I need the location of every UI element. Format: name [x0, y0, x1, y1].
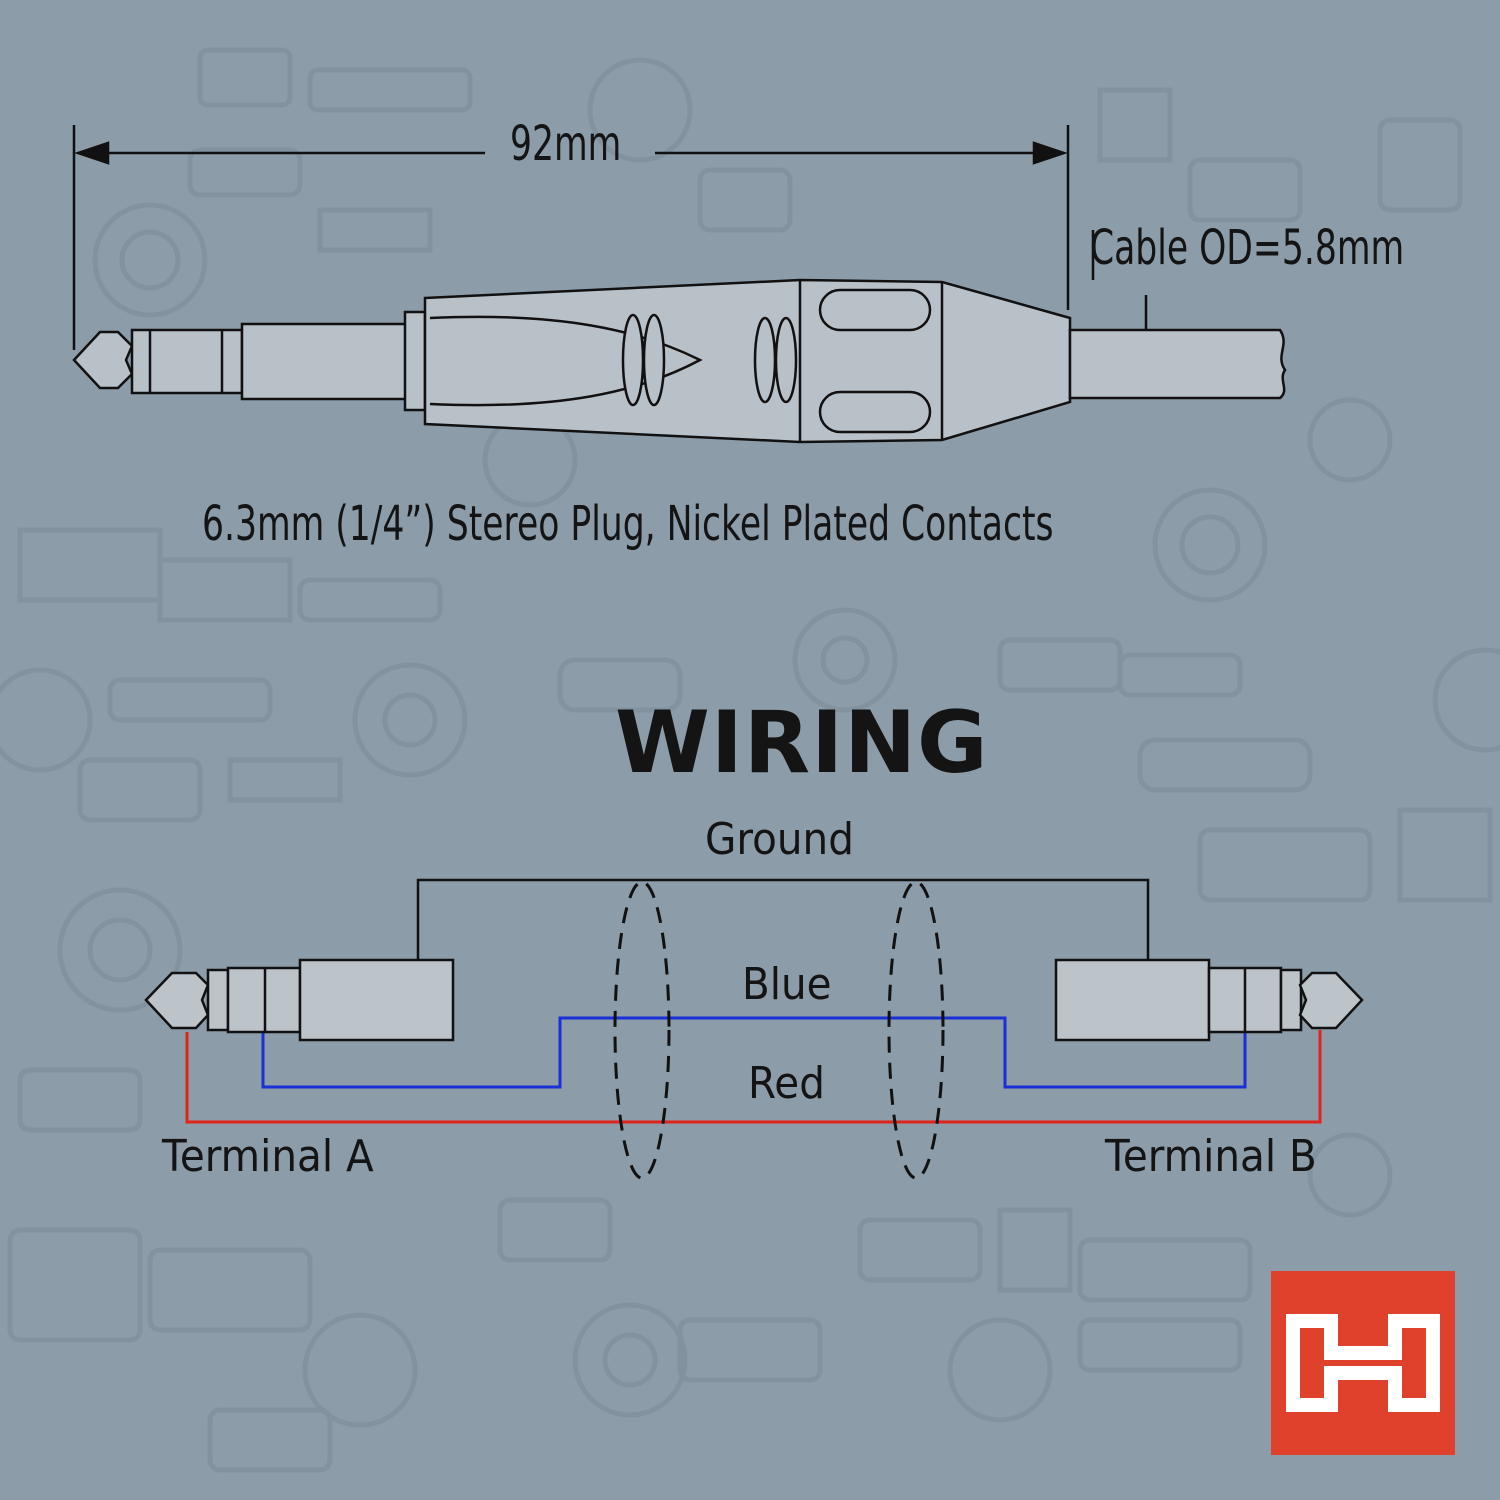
- cable-od-label: Cable OD=5.8mm: [1090, 220, 1405, 276]
- hosa-h-logo-icon: [1271, 1271, 1455, 1455]
- shield-ellipse-left: [613, 880, 671, 1180]
- ground-wire: [416, 878, 1150, 970]
- terminal-b-plug: [1054, 958, 1364, 1042]
- terminal-b-label: Terminal B: [1105, 1131, 1317, 1182]
- red-label: Red: [748, 1058, 825, 1109]
- blue-label: Blue: [742, 959, 832, 1010]
- red-wire: [185, 1030, 1322, 1124]
- plug-caption: 6.3mm (1/4”) Stereo Plug, Nickel Plated …: [202, 496, 1054, 552]
- terminal-a-label: Terminal A: [162, 1131, 374, 1182]
- wiring-title: WIRING: [615, 693, 989, 793]
- terminal-a-plug: [144, 958, 455, 1042]
- ground-label: Ground: [705, 814, 854, 865]
- blue-wire: [261, 1016, 1247, 1089]
- shield-ellipse-right: [887, 880, 945, 1180]
- length-dimension-label: 92mm: [510, 116, 622, 172]
